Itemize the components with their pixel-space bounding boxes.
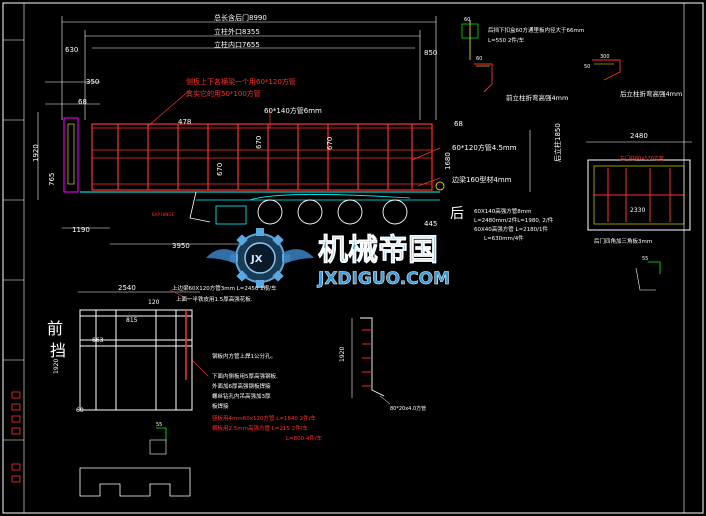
vp-dim-1920: 1920 [339, 347, 346, 362]
tube-note: 60*120方管4.5mm [452, 143, 517, 152]
frame-left-small-marks [11, 391, 21, 483]
front-title-2: 挡 [50, 341, 66, 360]
frame-ticks [3, 39, 24, 441]
dim-1850: 后立柱1850 [553, 123, 562, 162]
fp-top-note-1: 上边梁60X120方管3mm L=2450 1根/车 [172, 284, 277, 292]
rear-list-3: 60X40高强方管 L=2180/1件 [474, 225, 549, 233]
rear-dim-2330: 2330 [630, 207, 645, 214]
dim-670b: 670 [216, 163, 224, 176]
front-panel-view: 前 挡 2540 120 815 663 1920 60 上边梁60X120方管… [47, 284, 323, 497]
red-note-1: 侧板上下各横梁一个用60*120方管 [186, 77, 296, 86]
dim-445: 445 [424, 220, 437, 228]
dim-3950: 3950 [172, 242, 190, 250]
body-outline [91, 123, 433, 191]
fp-top-note-2: 上面一半铁皮用1.5厚高强花板. [176, 295, 253, 303]
rear-dim-2480: 2480 [630, 132, 648, 140]
beam-note: 60*140方管6mm [264, 106, 322, 115]
rear-bottom-label: 后门四角加三角板3mm [594, 237, 652, 245]
fp-red-list-1: 竖板用4mm60x120方管 L=1840 2件/车 [212, 414, 316, 422]
dim-670c: 670 [326, 137, 334, 150]
dim-1680: 1680 [444, 152, 452, 170]
gear-logo-icon: JX [206, 228, 314, 288]
watermark-domain: JXDIGUO.COM [317, 269, 450, 289]
front-panel-frame [79, 309, 193, 411]
fp-mid-note-5: 板焊接 [212, 402, 229, 410]
rear-list-1: 60X140高强方管8mm [474, 207, 531, 215]
tr-label-rear: 后立柱折弯高强4mm [620, 89, 682, 98]
front-title-1: 前 [47, 319, 63, 338]
hinge-label: BAP HINGE [152, 212, 174, 217]
tr-dim-300: 300 [600, 54, 610, 60]
side-posts [117, 124, 413, 190]
rear-list-2: L=2480mm/2件L=1980, 2/件 [474, 216, 554, 224]
watermark-letters: JX [250, 254, 263, 265]
fp-dim-2540: 2540 [118, 284, 136, 292]
top-right-details: 后挡下扣盒60方通里板内径大于66mm L=550 2件/车 60 60 前立柱… [461, 17, 682, 102]
dim-478: 478 [178, 118, 191, 126]
dim-850: 850 [424, 49, 437, 57]
fp-mid-note-1: 钢板内方管上焊1公分孔。 [212, 352, 276, 360]
dim-outer-length: 立柱外口8355 [214, 27, 260, 36]
rear-door-back: 后 [450, 206, 464, 222]
fp-dim-120: 120 [148, 299, 160, 306]
watermark: JX 机械帝国 JXDIGUO.COM [206, 228, 450, 289]
dim-350: 350 [86, 78, 99, 86]
side-view: 总长含后门8990 立柱外口8355 立柱内口7655 630 350 68 8… [32, 13, 562, 250]
fp-profile-bottom [79, 467, 191, 497]
front-column [63, 117, 79, 193]
red-note-2: 其实它的用50*100方管 [186, 89, 261, 98]
dim-68-left: 68 [78, 98, 87, 106]
rear-door-frame [587, 159, 691, 231]
watermark-cn-title: 机械帝国 [318, 233, 438, 268]
fp-dim-1920: 1920 [53, 359, 60, 374]
fp-dim-815: 815 [126, 317, 138, 324]
fp-mid-note-3: 外面加6厚高强钢板焊接 [212, 382, 271, 390]
tr-dim-60: 60 [464, 17, 470, 23]
dim-630: 630 [65, 46, 78, 54]
fp-red-list-3: L=800 4件/车 [286, 434, 323, 442]
edge-note: 边梁160型材4mm [452, 175, 512, 184]
tr-label-front: 前立柱折弯高强4mm [506, 93, 568, 102]
wheels [257, 199, 408, 225]
fp-red-list-2: 横板用2.5mm高强方管 L=215 2件/车 [212, 424, 308, 432]
tr-dim-50: 50 [584, 64, 590, 70]
rear-list-4: L=630mm/4件 [484, 234, 524, 242]
vp-tube-label: 80*20x4.0方管 [390, 405, 426, 412]
fp-mid-note-2: 下面内侧板用5厚高强钢板. [212, 372, 278, 380]
dim-68-right: 68 [454, 120, 463, 128]
vertical-profile: 1920 80*20x4.0方管 [339, 317, 426, 412]
rear-door-view: 后 2480 左门柱60x120方管 2330 60X140高强方管8mm L=… [450, 132, 692, 291]
dim-765: 765 [48, 173, 56, 186]
rear-dim-55: 55 [642, 256, 648, 262]
fp-mid-note-4: 螺丝钻孔内吊高强加3厚 [212, 392, 271, 400]
tr-note-1: 后挡下扣盒60方通里板内径大于66mm [488, 26, 584, 34]
tr-dim-60b: 60 [476, 56, 482, 62]
dim-inner-length: 立柱内口7655 [214, 40, 260, 49]
tr-note-2: L=550 2件/车 [488, 36, 525, 44]
dim-1190: 1190 [72, 226, 90, 234]
dim-1920: 1920 [32, 144, 40, 162]
fp-dim-55: 55 [156, 422, 162, 428]
dim-670a: 670 [255, 136, 263, 149]
rear-red-note: 左门柱60x120方管 [620, 155, 664, 162]
dim-total-length: 总长含后门8990 [214, 13, 267, 22]
